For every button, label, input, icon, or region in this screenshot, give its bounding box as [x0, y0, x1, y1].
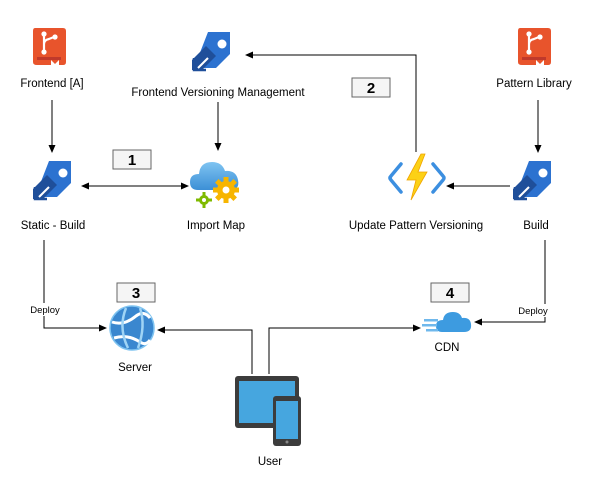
import-map-node: Import Map [187, 162, 245, 232]
node-label: User [258, 456, 282, 468]
user-node: User [235, 376, 301, 468]
edge-label-deploy-left: Deploy [25, 303, 65, 316]
node-label: Static - Build [21, 220, 86, 232]
frontend-repo-node: Frontend [A] [20, 28, 84, 90]
node-label: Frontend [A] [20, 78, 83, 90]
server-node: Server [109, 305, 155, 374]
cdn-cloud-icon [422, 312, 472, 332]
node-label: Server [118, 362, 152, 374]
svg-text:3: 3 [132, 285, 140, 302]
static-build-node: Static - Build [21, 161, 86, 232]
step-box-2: 2 [351, 77, 391, 98]
node-label: Pattern Library [496, 78, 572, 90]
svg-text:4: 4 [446, 285, 455, 302]
edge-user-to-cdn [268, 324, 421, 374]
cdn-node: CDN [422, 312, 472, 354]
git-repo-icon [518, 28, 551, 65]
git-repo-icon [33, 28, 66, 65]
pipeline-rocket-icon [513, 161, 551, 201]
node-label: Frontend Versioning Management [131, 87, 305, 99]
pattern-library-node: Pattern Library [496, 28, 572, 90]
update-versioning-node: Update Pattern Versioning [349, 153, 483, 232]
node-label: Update Pattern Versioning [349, 220, 483, 232]
cloud-gears-icon [190, 162, 239, 208]
svg-text:Deploy: Deploy [30, 305, 60, 316]
edges [43, 51, 546, 374]
node-label: CDN [435, 342, 460, 354]
step-box-3: 3 [116, 282, 156, 303]
devices-icon [235, 376, 301, 446]
build-node: Build [513, 161, 551, 232]
edge-update-versioning-to-versioning-mgmt [245, 51, 417, 152]
versioning-mgmt-node: Frontend Versioning Management [131, 32, 305, 99]
azure-function-icon [388, 153, 446, 201]
step-box-1: 1 [112, 149, 152, 170]
edge-user-to-server [157, 326, 253, 374]
edge-static-build-deploy-server [43, 240, 107, 332]
svg-text:2: 2 [367, 80, 375, 97]
node-label: Import Map [187, 220, 245, 232]
step-box-4: 4 [430, 282, 470, 303]
web-globe-icon [109, 305, 155, 351]
pipeline-rocket-icon [192, 32, 230, 72]
edge-build-deploy-cdn [474, 240, 546, 326]
svg-text:Deploy: Deploy [518, 306, 548, 317]
node-label: Build [523, 220, 549, 232]
edge-label-deploy-right: Deploy [513, 304, 553, 317]
svg-text:1: 1 [128, 152, 136, 169]
pipeline-rocket-icon [33, 161, 71, 201]
